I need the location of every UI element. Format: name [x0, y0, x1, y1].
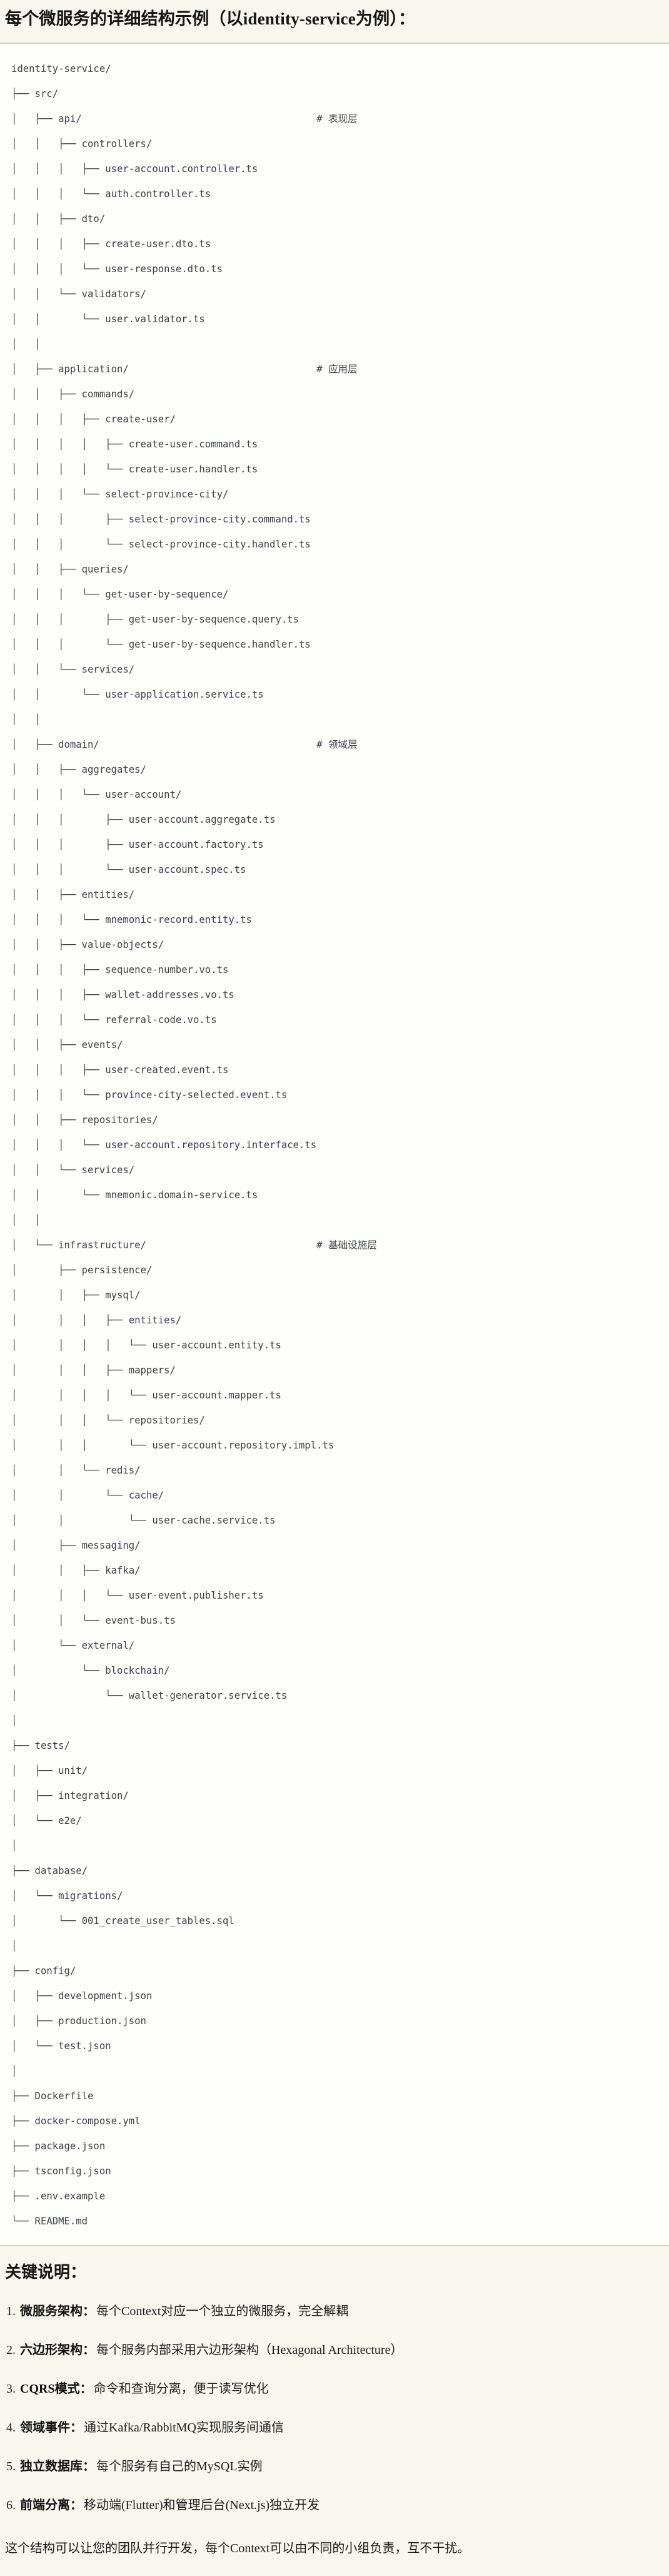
note-item: 6. 前端分离：移动端(Flutter)和管理后台(Next.js)独立开发 — [6, 2494, 664, 2517]
note-text: 每个服务有自己的MySQL实例 — [96, 2460, 263, 2473]
note-number: 4. — [6, 2421, 16, 2435]
note-label: 微服务架构 — [20, 2304, 83, 2318]
note-number: 6. — [6, 2498, 16, 2512]
note-separator: ： — [70, 2498, 83, 2512]
note-separator: ： — [79, 2382, 93, 2396]
page-title: 每个微服务的详细结构示例（以identity-service为例）： — [5, 9, 416, 28]
closing-remark: 这个结构可以让您的团队并行开发，每个Context可以由不同的小组负责，互不干扰… — [5, 2542, 470, 2555]
file-tree: identity-service/ ├── src/ │ ├── api/ # … — [11, 63, 377, 2227]
notes-list: 1.微服务架构：每个Context对应一个独立的微服务，完全解耦 2.六边形架构… — [5, 2300, 664, 2517]
note-item: 2. 六边形架构：每个服务内部采用六边形架构（Hexagonal Architec… — [6, 2339, 664, 2361]
note-number: 3. — [6, 2382, 16, 2396]
note-separator: ： — [83, 2460, 95, 2473]
note-text: 命令和查询分离，便于读写优化 — [93, 2382, 269, 2396]
note-separator: ： — [70, 2421, 83, 2435]
note-item: 5. 独立数据库：每个服务有自己的MySQL实例 — [6, 2455, 664, 2478]
note-label: CQRS模式 — [20, 2382, 80, 2396]
note-number: 5. — [6, 2460, 16, 2473]
note-label: 六边形架构 — [20, 2343, 83, 2357]
file-tree-panel: identity-service/ ├── src/ │ ├── api/ # … — [0, 43, 669, 2246]
note-separator: ： — [83, 2304, 95, 2318]
note-text: 每个服务内部采用六边形架构（Hexagonal Architecture） — [96, 2343, 403, 2357]
note-text: 移动端(Flutter)和管理后台(Next.js)独立开发 — [84, 2498, 320, 2512]
notes-section: 关键说明： 1.微服务架构：每个Context对应一个独立的微服务，完全解耦 2… — [0, 2246, 669, 2572]
note-label: 领域事件 — [20, 2421, 70, 2435]
note-item: 3. CQRS模式：命令和查询分离，便于读写优化 — [6, 2378, 664, 2400]
note-label: 独立数据库 — [20, 2460, 83, 2473]
note-text: 每个Context对应一个独立的微服务，完全解耦 — [96, 2304, 349, 2318]
note-separator: ： — [83, 2343, 95, 2357]
notes-heading: 关键说明： — [5, 2263, 87, 2281]
note-number: 2. — [6, 2343, 16, 2357]
note-label: 前端分离 — [20, 2498, 70, 2512]
note-item: 1. 微服务架构：每个Context对应一个独立的微服务，完全解耦 — [6, 2300, 664, 2323]
note-item: 4. 领域事件：通过Kafka/RabbitMQ实现服务间通信 — [6, 2416, 664, 2439]
note-number: 1. — [6, 2304, 16, 2318]
note-text: 通过Kafka/RabbitMQ实现服务间通信 — [84, 2421, 284, 2435]
page-header: 每个微服务的详细结构示例（以identity-service为例）： — [0, 0, 669, 43]
